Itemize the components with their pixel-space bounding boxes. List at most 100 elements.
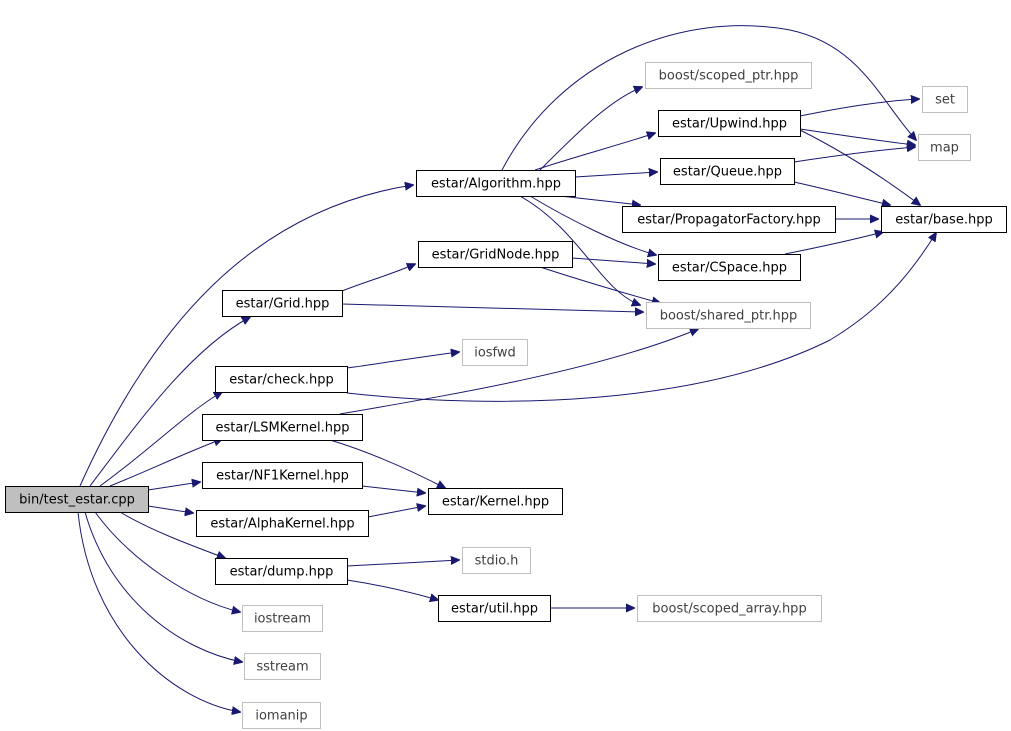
node-lsmkernel[interactable]: estar/LSMKernel.hpp (202, 414, 363, 441)
node-sstream: sstream (244, 653, 321, 680)
node-base[interactable]: estar/base.hpp (881, 206, 1007, 233)
node-box (658, 110, 801, 137)
node-label: iomanip (255, 709, 307, 724)
node-upwind[interactable]: estar/Upwind.hpp (658, 110, 801, 137)
node-kernel[interactable]: estar/Kernel.hpp (428, 488, 563, 515)
node-box (658, 254, 801, 281)
node-label: estar/Grid.hpp (236, 297, 330, 312)
edge-test_estar-to-grid (89, 317, 250, 487)
edge-test_estar-to-dump (119, 511, 225, 558)
node-label: bin/test_estar.cpp (19, 493, 135, 508)
edge-algorithm-to-map (501, 25, 916, 171)
edge-test_estar-to-sstream (84, 511, 242, 662)
node-box (202, 414, 363, 441)
node-label: estar/NF1Kernel.hpp (216, 469, 349, 484)
node-box (922, 86, 968, 113)
node-label: estar/Kernel.hpp (442, 495, 549, 510)
node-label: boost/scoped_array.hpp (652, 602, 806, 617)
edge-grid-to-shared_ptr (341, 303, 643, 312)
edge-test_estar-to-lsmkernel (109, 439, 222, 487)
node-label: boost/scoped_ptr.hpp (659, 69, 799, 84)
node-label: iostream (254, 612, 311, 627)
edge-upwind-to-set (799, 99, 919, 117)
node-queue[interactable]: estar/Queue.hpp (660, 158, 795, 185)
node-scoped_ptr: boost/scoped_ptr.hpp (645, 62, 812, 89)
node-test_estar[interactable]: bin/test_estar.cpp (5, 486, 149, 513)
node-label: estar/PropagatorFactory.hpp (637, 213, 821, 228)
node-box (418, 241, 573, 268)
node-gridnode[interactable]: estar/GridNode.hpp (418, 241, 573, 268)
node-box (438, 595, 551, 622)
edge-check-to-iosfwd (346, 352, 459, 369)
node-box (918, 134, 971, 161)
edge-dump-to-stdio (346, 560, 459, 567)
edge-upwind-to-base (799, 129, 920, 205)
node-box (242, 605, 323, 632)
node-box (462, 339, 528, 366)
node-algorithm[interactable]: estar/Algorithm.hpp (416, 170, 576, 197)
node-box (215, 558, 348, 585)
node-check[interactable]: estar/check.hpp (215, 366, 348, 393)
node-cspace[interactable]: estar/CSpace.hpp (658, 254, 801, 281)
edge-lsmkernel-to-kernel (329, 439, 445, 488)
edge-algorithm-to-queue (574, 172, 657, 178)
edge-test_estar-to-check (99, 392, 222, 487)
node-box (637, 595, 822, 622)
node-box (244, 653, 321, 680)
node-label: estar/dump.hpp (230, 565, 334, 580)
node-scoped_array: boost/scoped_array.hpp (637, 595, 822, 622)
edge-lsmkernel-to-shared_ptr (339, 329, 698, 415)
node-label: boost/shared_ptr.hpp (660, 309, 798, 324)
node-box (645, 62, 812, 89)
node-grid[interactable]: estar/Grid.hpp (222, 290, 343, 317)
node-label: estar/Queue.hpp (673, 165, 782, 180)
node-label: sstream (256, 660, 308, 675)
node-box (416, 170, 576, 197)
node-shared_ptr: boost/shared_ptr.hpp (646, 302, 811, 329)
node-label: estar/Algorithm.hpp (431, 177, 561, 192)
node-box (202, 462, 363, 489)
node-nf1kernel[interactable]: estar/NF1Kernel.hpp (202, 462, 363, 489)
node-label: estar/AlphaKernel.hpp (210, 517, 354, 532)
node-util[interactable]: estar/util.hpp (438, 595, 551, 622)
edge-algorithm-to-upwind (534, 133, 655, 171)
node-label: estar/GridNode.hpp (432, 248, 560, 263)
node-label: estar/LSMKernel.hpp (216, 421, 350, 436)
node-box (5, 486, 149, 513)
node-set: set (922, 86, 968, 113)
nodes-layer: bin/test_estar.cpp estar/Algorithm.hpp boo… (5, 62, 1007, 729)
node-box (881, 206, 1007, 233)
edge-queue-to-map (793, 147, 915, 163)
node-box (196, 510, 369, 537)
node-propfactory[interactable]: estar/PropagatorFactory.hpp (622, 206, 836, 233)
node-alphakernel[interactable]: estar/AlphaKernel.hpp (196, 510, 369, 537)
node-label: map (930, 141, 959, 156)
node-label: stdio.h (475, 554, 519, 569)
edge-alphakernel-to-kernel (367, 506, 425, 518)
node-iostream: iostream (242, 605, 323, 632)
edge-upwind-to-map (799, 128, 915, 145)
node-box (215, 366, 348, 393)
node-label: estar/Upwind.hpp (672, 117, 787, 132)
node-dump[interactable]: estar/dump.hpp (215, 558, 348, 585)
node-box (622, 206, 836, 233)
node-label: estar/base.hpp (895, 213, 992, 228)
node-iomanip: iomanip (242, 702, 321, 729)
edge-test_estar-to-iomanip (77, 511, 240, 712)
edges-layer (77, 25, 936, 712)
edge-algorithm-to-scoped_ptr (539, 87, 642, 171)
edge-cspace-to-base (784, 232, 883, 255)
node-box (222, 290, 343, 317)
node-label: iosfwd (474, 346, 516, 361)
edge-test_estar-to-iostream (94, 511, 240, 612)
edge-test_estar-to-algorithm (79, 185, 413, 487)
node-map: map (918, 134, 971, 161)
edge-test_estar-to-alphakernel (147, 505, 193, 513)
edge-algorithm-to-propfactory (559, 195, 640, 205)
node-box (428, 488, 563, 515)
edge-gridnode-to-cspace (571, 257, 655, 264)
node-label: set (935, 93, 955, 108)
node-box (462, 547, 531, 574)
